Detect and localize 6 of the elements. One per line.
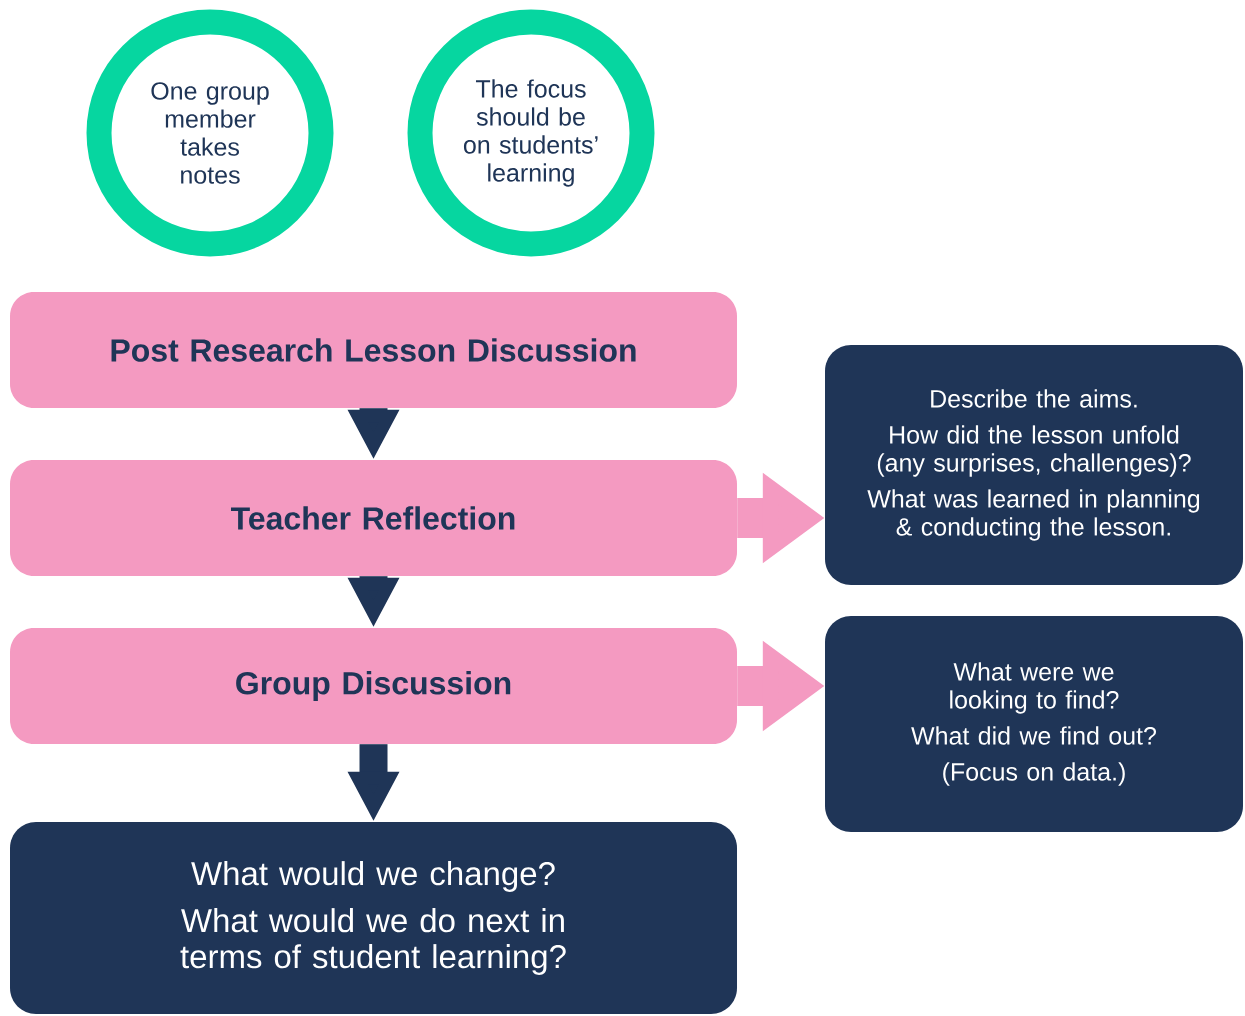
question-box: What were we looking to find? What did we find out? (Focus on data.) [825, 616, 1243, 832]
step-box: Group Discussion [10, 628, 737, 744]
step-box: Teacher Reflection [10, 460, 737, 576]
question-box: Describe the aims. How did the lesson unfold (any surprises, challenges)? What was learned in planning & conducting the lesson. [825, 345, 1243, 585]
question-box: What would we change? What would we do next in terms of student learning? [10, 822, 737, 1014]
step-box: Post Research Lesson Discussion [10, 292, 737, 408]
